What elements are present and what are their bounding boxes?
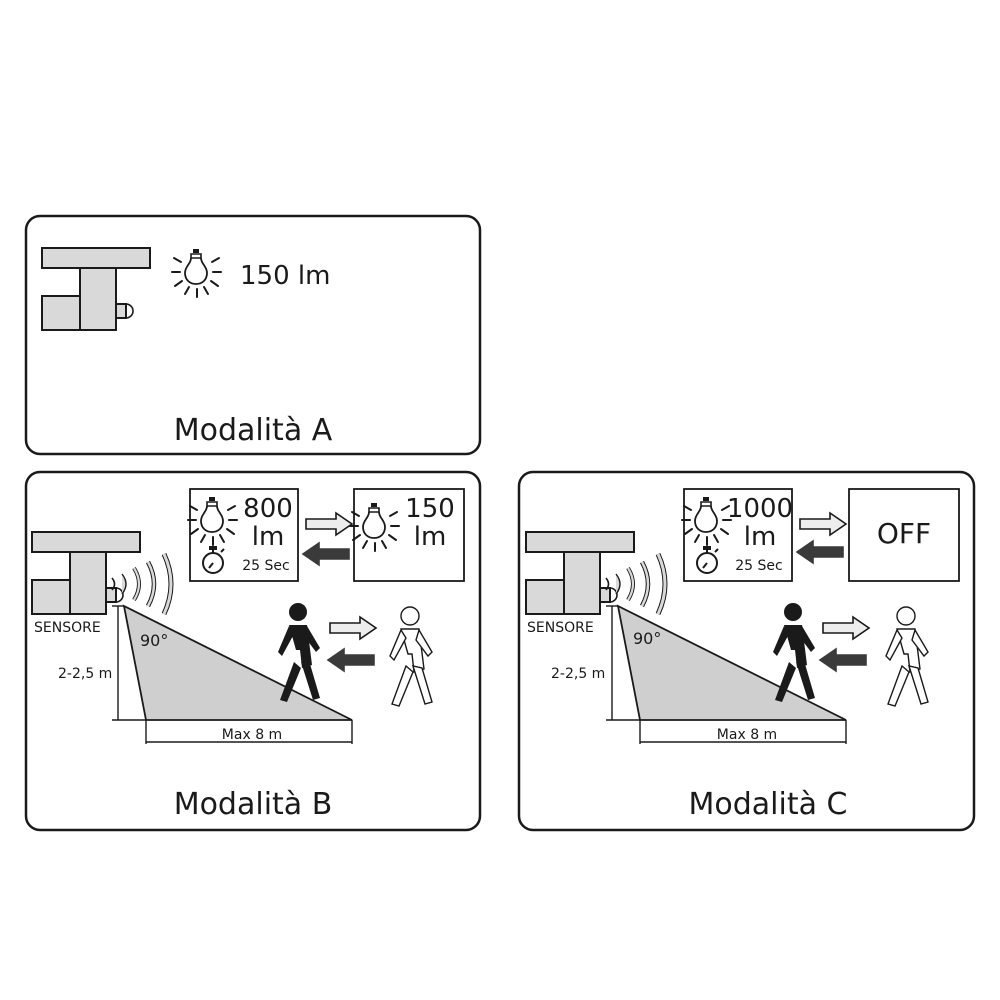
angle-label: 90° — [633, 629, 661, 648]
box-lumen-value: 800 — [243, 494, 293, 524]
off-state-box — [848, 488, 960, 582]
height-label: 2-2,5 m — [551, 666, 605, 682]
sensor-label: SENSORE — [527, 620, 594, 636]
panel-mode-c: 1000 lm 25 Sec OFF SENSORE 90° 2-2,5 m M… — [517, 470, 976, 832]
timer-value: 25 Sec — [242, 558, 289, 574]
box-lumen-unit: lm — [414, 522, 447, 552]
panel-mode-b: 800 lm 25 Sec 150 lm SENSORE 90° 2-2,5 m… — [24, 470, 482, 832]
panel-mode-a: 150 lm Modalità A — [24, 214, 482, 456]
active-light-box — [683, 488, 793, 582]
panel-title: Modalità C — [689, 787, 848, 822]
distance-label: Max 8 m — [222, 727, 282, 743]
height-label: 2-2,5 m — [58, 666, 112, 682]
panel-title: Modalità A — [174, 413, 333, 448]
sensor-label: SENSORE — [34, 620, 101, 636]
angle-label: 90° — [140, 631, 168, 650]
box-lumen-value: 150 — [405, 494, 455, 524]
panel-title: Modalità B — [174, 787, 333, 822]
box-lumen-unit: lm — [252, 522, 285, 552]
standby-light-box — [353, 488, 465, 582]
distance-label: Max 8 m — [717, 727, 777, 743]
box-lumen-unit: lm — [744, 522, 777, 552]
timer-value: 25 Sec — [735, 558, 782, 574]
active-light-box — [189, 488, 299, 582]
off-state-label: OFF — [877, 517, 931, 550]
lumen-value: 150 lm — [240, 261, 330, 291]
box-lumen-value: 1000 — [727, 494, 793, 524]
detection-zone — [616, 604, 847, 721]
detection-zone — [122, 604, 353, 721]
